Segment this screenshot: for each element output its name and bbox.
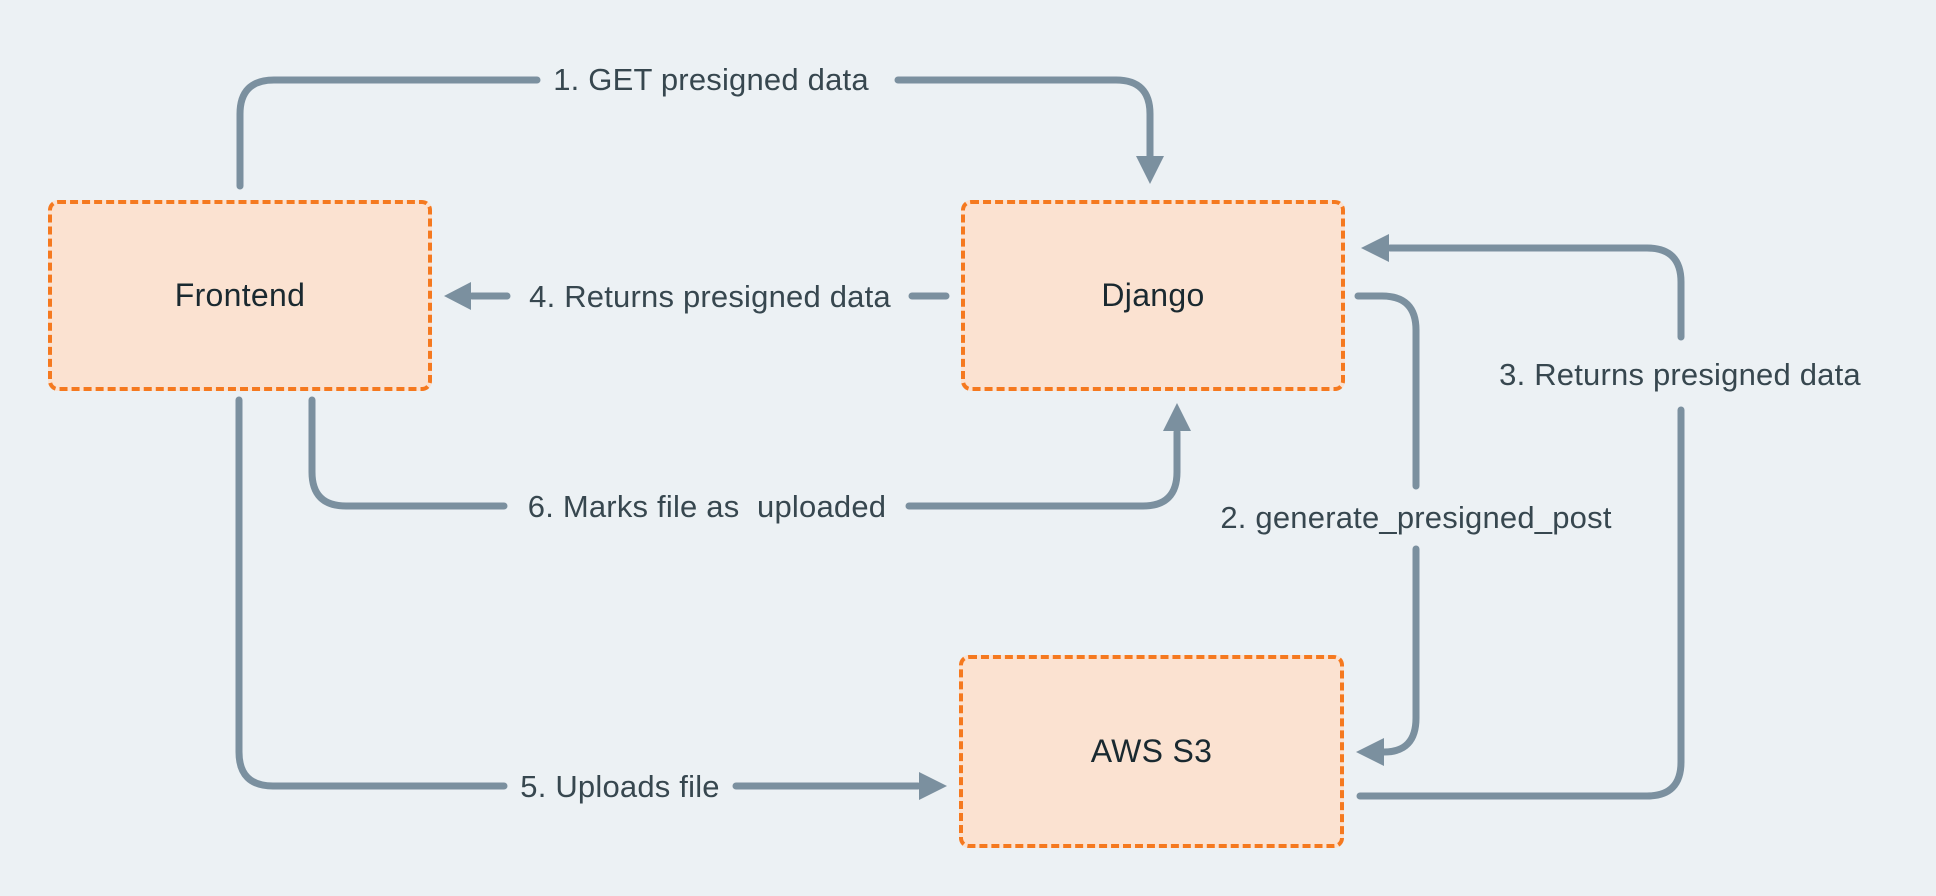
node-frontend: Frontend [48,200,432,391]
flow-6-connector [308,396,1181,510]
flow-1-arrowhead [1136,156,1164,184]
flow-4-arrowhead [444,282,471,310]
flow-6-arrowhead [1163,403,1191,431]
flow-3-arrowhead [1361,234,1389,262]
flow-2-arrowhead [1356,738,1384,766]
flow-1-connector [236,76,1154,190]
node-frontend-label: Frontend [174,277,306,313]
flow-2-connector [1354,292,1420,756]
flow-1-label: 1. GET presigned data [553,62,869,97]
flow-5-arrowhead [919,772,947,800]
flow-4-label: 4. Returns presigned data [529,279,891,314]
flow-5-connector [235,396,922,790]
node-aws-s3-label: AWS S3 [1090,733,1213,769]
flow-6-label: 6. Marks file as uploaded [527,489,887,524]
flow-3-label: 3. Returns presigned data [1499,357,1861,392]
node-aws-s3: AWS S3 [959,655,1344,848]
flow-3-connector [1356,244,1685,800]
node-django: Django [961,200,1345,391]
flow-5-label: 5. Uploads file [520,769,720,804]
flow-2-label: 2. generate_presigned_post [1220,500,1612,535]
node-django-label: Django [1101,277,1205,313]
